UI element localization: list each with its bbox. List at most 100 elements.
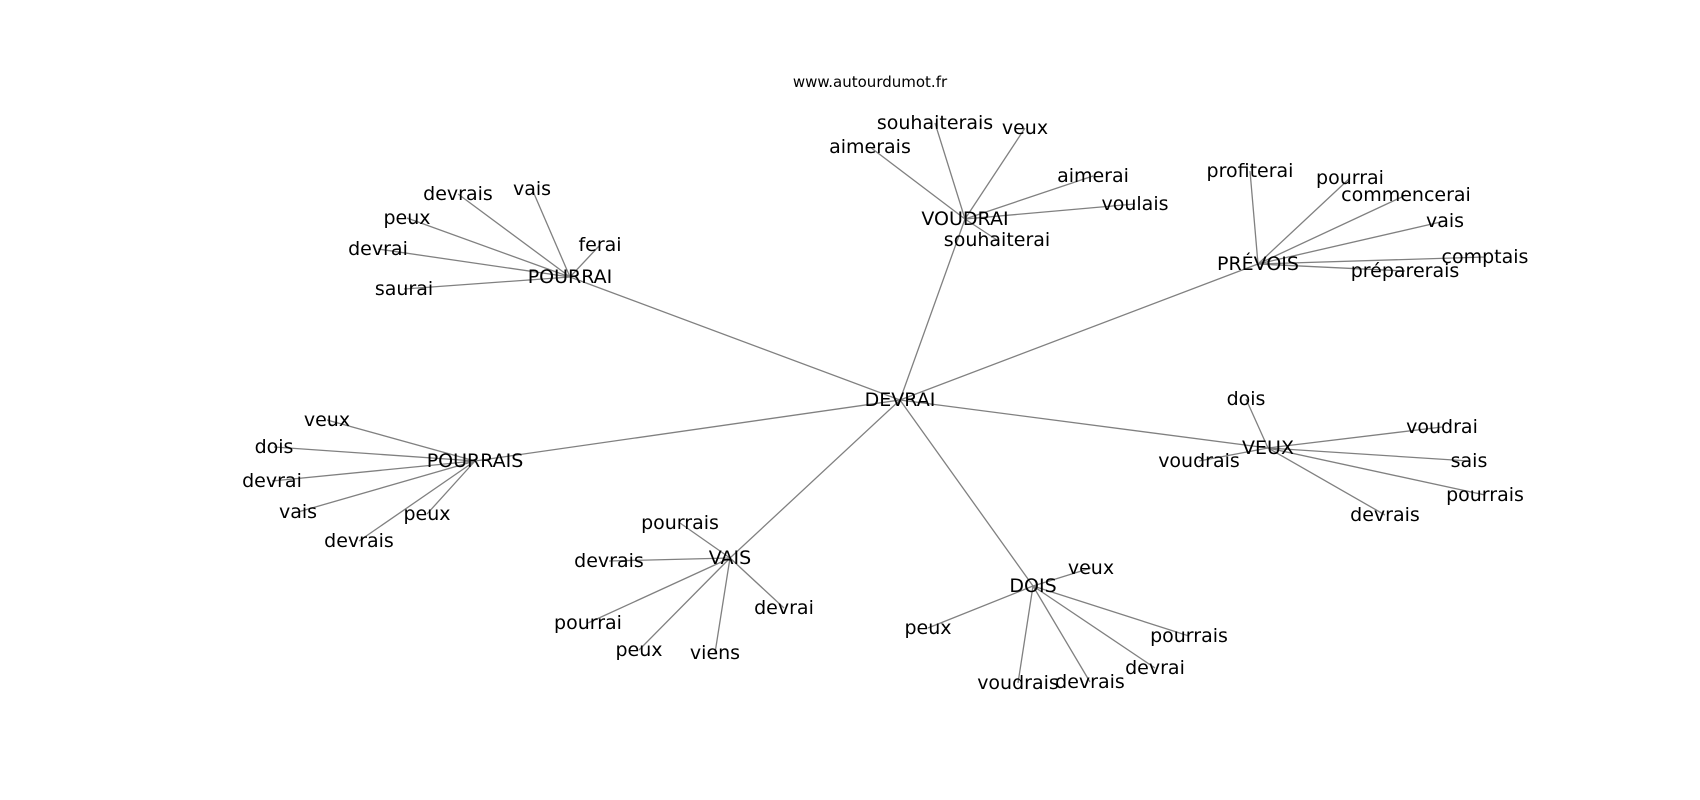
edge-hub-to-leaf xyxy=(1032,585,1091,683)
edge-hub-to-leaf xyxy=(869,146,966,220)
edge-hub-to-leaf xyxy=(927,585,1034,629)
leaf-node[interactable]: vais xyxy=(513,178,551,200)
edge-hub-to-leaf xyxy=(729,557,785,609)
edge-center-to-hub xyxy=(899,263,1259,401)
edge-hub-to-leaf xyxy=(326,419,476,462)
hub-node[interactable]: VEUX xyxy=(1242,437,1294,459)
hub-node[interactable]: DOIS xyxy=(1009,575,1056,597)
edge-hub-to-leaf xyxy=(679,522,731,559)
node-labels: DEVRAI POURRAI devrais vais peux ferai devrai… xyxy=(242,112,1528,694)
leaf-node[interactable]: devrais xyxy=(1350,504,1420,526)
leaf-node[interactable]: pourrai xyxy=(1316,167,1384,189)
leaf-node[interactable]: ferai xyxy=(578,234,621,256)
edge-hub-to-leaf xyxy=(273,446,476,462)
source-label: www.autourdumot.fr xyxy=(793,73,948,91)
leaf-node[interactable]: pourrais xyxy=(1446,484,1524,506)
edge-hub-to-leaf xyxy=(1032,585,1156,669)
leaf-node[interactable]: devrais xyxy=(574,550,644,572)
leaf-node[interactable]: peux xyxy=(383,207,430,229)
edge-hub-to-leaf xyxy=(1257,194,1407,265)
edge-center-to-hub xyxy=(899,399,1034,587)
edge-hub-to-leaf xyxy=(1032,585,1190,637)
leaf-node[interactable]: veux xyxy=(1002,117,1048,139)
edge-hub-to-leaf xyxy=(714,557,731,654)
leaf-node[interactable]: aimerai xyxy=(1057,165,1129,187)
center-node[interactable]: DEVRAI xyxy=(865,389,936,411)
hub-node[interactable]: POURRAIS xyxy=(427,450,524,472)
leaf-node[interactable]: souhaiterai xyxy=(944,229,1050,251)
leaf-node[interactable]: pourrais xyxy=(641,512,719,534)
edge-center-to-hub xyxy=(729,399,901,559)
leaf-node[interactable]: pourrais xyxy=(1150,625,1228,647)
edge-hub-to-leaf xyxy=(1017,585,1034,684)
leaf-node[interactable]: veux xyxy=(1068,557,1114,579)
edge-hub-to-leaf xyxy=(531,188,571,278)
edge-hub-to-leaf xyxy=(934,122,966,220)
leaf-node[interactable]: voudrai xyxy=(1406,416,1478,438)
edge-hub-to-leaf xyxy=(377,248,571,278)
edge-hub-to-leaf xyxy=(587,557,731,624)
leaf-node[interactable]: saurai xyxy=(375,278,433,300)
leaf-node[interactable]: devrai xyxy=(348,238,408,260)
leaf-node[interactable]: peux xyxy=(615,639,662,661)
edge-hub-to-leaf xyxy=(569,244,601,278)
edge-hub-to-leaf xyxy=(297,460,476,513)
edge-center-to-hub xyxy=(899,218,966,401)
edge-hub-to-leaf xyxy=(457,193,571,278)
leaf-node[interactable]: viens xyxy=(690,642,740,664)
leaf-node[interactable]: dois xyxy=(255,436,294,458)
edge-hub-to-leaf xyxy=(1257,177,1351,265)
edge-hub-to-leaf xyxy=(406,217,571,278)
edge-center-to-hub xyxy=(569,276,901,401)
leaf-node[interactable]: voudrais xyxy=(977,672,1059,694)
edge-hub-to-leaf xyxy=(1198,447,1269,462)
leaf-node[interactable]: aimerais xyxy=(829,136,911,158)
edge-hub-to-leaf xyxy=(608,557,731,562)
edge-hub-to-leaf xyxy=(1249,170,1259,265)
edge-hub-to-leaf xyxy=(403,276,571,290)
leaf-node[interactable]: souhaiterais xyxy=(877,112,993,134)
edge-hub-to-leaf xyxy=(1267,447,1486,496)
leaf-node[interactable]: dois xyxy=(1227,388,1266,410)
leaf-node[interactable]: comptais xyxy=(1442,246,1529,268)
leaf-node[interactable]: peux xyxy=(904,617,951,639)
leaf-node[interactable]: profiterai xyxy=(1207,160,1294,182)
hub-node[interactable]: VAIS xyxy=(709,547,751,569)
edge-hub-to-leaf xyxy=(964,218,998,241)
edge-hub-to-leaf xyxy=(964,127,1026,220)
leaf-node[interactable]: peux xyxy=(403,503,450,525)
edge-hub-to-leaf xyxy=(1267,447,1470,462)
leaf-node[interactable]: pourrai xyxy=(554,612,622,634)
edge-hub-to-leaf xyxy=(271,460,476,482)
leaf-node[interactable]: vais xyxy=(279,501,317,523)
leaf-node[interactable]: préparerais xyxy=(1351,260,1460,282)
edge-hub-to-leaf xyxy=(1245,398,1269,449)
leaf-node[interactable]: veux xyxy=(304,409,350,431)
leaf-node[interactable]: devrai xyxy=(754,597,814,619)
leaf-node[interactable]: devrai xyxy=(242,470,302,492)
leaf-node[interactable]: devrais xyxy=(324,530,394,552)
leaf-node[interactable]: devrais xyxy=(423,183,493,205)
edge-center-to-hub xyxy=(474,399,901,462)
edge-hub-to-leaf xyxy=(1267,426,1443,449)
leaf-node[interactable]: sais xyxy=(1451,450,1488,472)
leaf-node[interactable]: vais xyxy=(1426,210,1464,232)
leaf-node[interactable]: devrai xyxy=(1125,657,1185,679)
leaf-node[interactable]: commencerai xyxy=(1341,184,1471,206)
edge-hub-to-leaf xyxy=(426,460,476,515)
hub-node[interactable]: VOUDRAI xyxy=(921,208,1008,230)
edge-hub-to-leaf xyxy=(638,557,731,651)
edges xyxy=(271,122,1486,684)
edge-hub-to-leaf xyxy=(1257,220,1446,265)
edge-hub-to-leaf xyxy=(1257,256,1486,265)
edge-center-to-hub xyxy=(899,399,1269,449)
edge-hub-to-leaf xyxy=(1267,447,1386,516)
leaf-node[interactable]: voudrais xyxy=(1158,450,1240,472)
hub-node[interactable]: POURRAI xyxy=(528,266,613,288)
leaf-node[interactable]: voulais xyxy=(1101,193,1168,215)
leaf-node[interactable]: devrais xyxy=(1055,671,1125,693)
hub-node[interactable]: PRÉVOIS xyxy=(1217,252,1299,275)
edge-hub-to-leaf xyxy=(358,460,476,542)
edge-hub-to-leaf xyxy=(964,203,1136,220)
